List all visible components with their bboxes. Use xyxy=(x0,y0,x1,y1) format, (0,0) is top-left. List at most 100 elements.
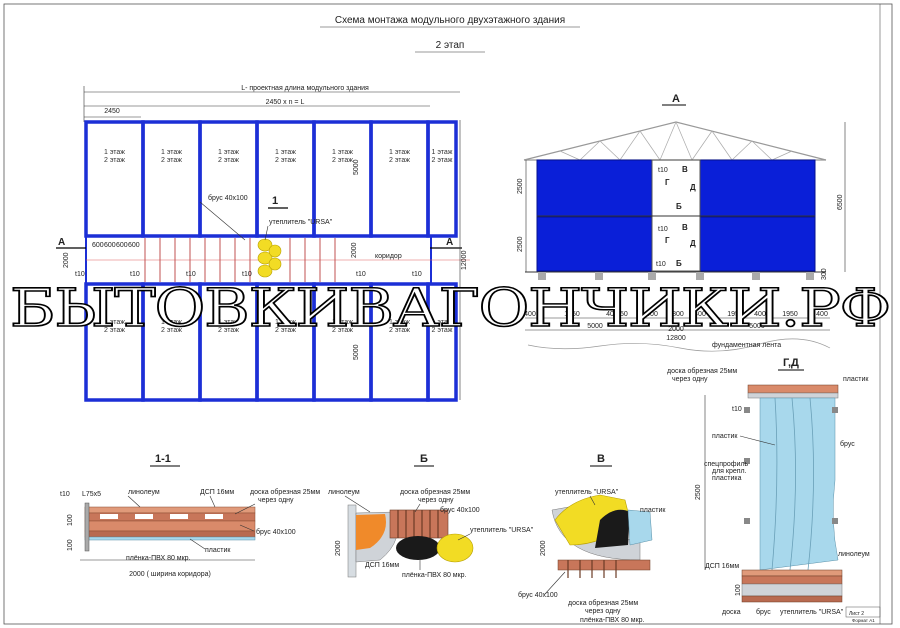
section-v-label: В xyxy=(597,453,605,465)
section-b: Б линолеум доска обрезная 25мм через одн… xyxy=(328,453,534,579)
b-brus: брус 40x100 xyxy=(440,506,480,514)
gap-600-2: 600 xyxy=(104,242,116,249)
elev-d-1: Д xyxy=(690,183,696,192)
lower-module-7-floor-2: 2 этаж xyxy=(432,327,453,334)
dim-2000-corridor: 2000 xyxy=(351,242,358,258)
upper-module-1 xyxy=(84,120,145,238)
dim-12000: 12000 xyxy=(461,250,468,270)
s11-dsp: ДСП 16мм xyxy=(200,489,234,496)
lower-module-2-floor-1: 1 этаж xyxy=(161,319,182,326)
lower-module-4-floor-1: 1 этаж xyxy=(275,319,296,326)
gd-plastik-top: пластик xyxy=(843,376,869,383)
elev-t10-b: t10 xyxy=(658,226,668,233)
gd-linoleum: линолеум xyxy=(838,551,870,558)
elev-bottom-dim-1: 400 xyxy=(524,311,536,318)
b-linoleum: линолеум xyxy=(328,489,360,496)
t10-5: t10 xyxy=(356,271,366,278)
elev-b-1: Б xyxy=(676,202,682,211)
section-1-1: 1-1 t10 L75x5 линолеум ДСП 16мм доска об… xyxy=(60,453,320,578)
elev-bottom-dim-8: 1950 xyxy=(727,311,743,318)
upper-module-6-floor-2: 2 этаж xyxy=(389,157,410,164)
floor-joists xyxy=(144,238,336,282)
roof-truss-web xyxy=(559,121,793,161)
dim-2000-left: 2000 xyxy=(63,252,70,268)
insulation-rolls xyxy=(257,238,282,278)
upper-module-3 xyxy=(198,120,259,238)
lower-module-2-floor-2: 2 этаж xyxy=(161,327,182,334)
elev-bottom-dim-7: 400 xyxy=(694,311,706,318)
s11-t10: t10 xyxy=(60,491,70,498)
gd-brus-b: брус xyxy=(756,608,771,616)
gd-d100: 100 xyxy=(735,584,742,596)
foundation-label: фундаментная лента xyxy=(712,342,781,349)
foundation-blocks xyxy=(538,272,814,280)
v-cherez: через одну xyxy=(585,608,621,615)
gd-uteplitel: утеплитель "URSA" xyxy=(780,609,844,616)
t10-6: t10 xyxy=(412,271,422,278)
brus-label: брус 40x100 xyxy=(208,194,248,202)
t10-1: t10 xyxy=(75,271,85,278)
elev-h300: 300 xyxy=(821,268,828,280)
sheet-border xyxy=(3,3,893,625)
elev-t10-a: t10 xyxy=(658,167,668,174)
elev-bottom-dim-4: 1950 xyxy=(612,311,628,318)
elev-bottom-dim-2: 1950 xyxy=(564,311,580,318)
uteplitel-label: утеплитель "URSA" xyxy=(269,219,333,226)
s11-d100-b: 100 xyxy=(67,539,74,551)
upper-module-2 xyxy=(141,120,202,238)
plan-length-label: L- проектная длина модульного здания xyxy=(241,85,369,92)
gd-dsp: ДСП 16мм xyxy=(705,563,739,570)
elev-d-2: Д xyxy=(690,239,696,248)
elev-h6500: 6500 xyxy=(837,194,844,210)
b-doska: доска обрезная 25мм xyxy=(400,488,470,496)
gd-plastik: пластик xyxy=(712,433,738,440)
elevation-label: А xyxy=(672,93,680,105)
gd-spec3: пластика xyxy=(712,475,742,482)
elev-t10-c: t10 xyxy=(656,261,666,268)
s11-linoleum: линолеум xyxy=(128,489,160,496)
elev-d5000-right: 5000 xyxy=(749,323,765,330)
v-plastik: пластик xyxy=(640,507,666,514)
section-v: В утеплитель "URSA" пластик 2000 брус 40… xyxy=(518,453,666,624)
lower-module-1-floor-1: 1 этаж xyxy=(104,319,125,326)
module-width-dim: 2450 xyxy=(104,108,120,115)
upper-module-5-floor-1: 1 этаж xyxy=(332,149,353,156)
gap-600-4: 600 xyxy=(128,242,140,249)
elevation-a: А t10 t10 t10 В xyxy=(517,93,846,352)
upper-module-2-floor-1: 1 этаж xyxy=(161,149,182,156)
elev-bottom-dim-5: 400 xyxy=(646,311,658,318)
dim-5000-bottom: 5000 xyxy=(353,344,360,360)
gd-d2500: 2500 xyxy=(695,484,702,500)
upper-module-3-floor-2: 2 этаж xyxy=(218,157,239,164)
s11-l75: L75x5 xyxy=(82,491,101,498)
upper-module-7-floor-1: 1 этаж xyxy=(432,149,453,156)
b-board-slats xyxy=(397,510,439,538)
s11-plastik: пластик xyxy=(205,547,231,554)
plan-formula: 2450 x n = L xyxy=(266,99,305,106)
lower-module-5-floor-1: 1 этаж xyxy=(332,319,353,326)
upper-module-3-floor-1: 1 этаж xyxy=(218,149,239,156)
gd-spec1: спецпрофиль xyxy=(704,461,749,468)
drawing-title: Схема монтажа модульного двухэтажного зд… xyxy=(335,15,565,26)
lower-module-1-floor-2: 2 этаж xyxy=(104,327,125,334)
floor-plan: L- проектная длина модульного здания 245… xyxy=(56,85,470,402)
upper-module-4-floor-2: 2 этаж xyxy=(275,157,296,164)
sheet-format: Формат А1 xyxy=(852,618,875,623)
dim-5000-top: 5000 xyxy=(353,159,360,175)
s11-d100-a: 100 xyxy=(67,514,74,526)
v-plenka: плёнка-ПВХ 80 мкр. xyxy=(580,617,645,624)
b-uteplitel: утеплитель "URSA" xyxy=(470,527,534,534)
lower-module-7 xyxy=(426,282,458,402)
sheet-number: Лист 2 xyxy=(849,611,864,617)
elev-bottom-dim-10: 1950 xyxy=(782,311,798,318)
gd-plastic-folds xyxy=(771,397,814,571)
gd-cherez: через одну xyxy=(672,376,708,383)
s11-width: 2000 ( ширина коридора) xyxy=(129,571,211,578)
s11-cherez: через одну xyxy=(258,497,294,504)
upper-module-7 xyxy=(426,120,458,238)
lower-module-7-floor-1: 1 этаж xyxy=(432,319,453,326)
b-dsp: ДСП 16мм xyxy=(365,562,399,569)
upper-module-1-floor-1: 1 этаж xyxy=(104,149,125,156)
s11-brus: брус 40x100 xyxy=(256,528,296,536)
